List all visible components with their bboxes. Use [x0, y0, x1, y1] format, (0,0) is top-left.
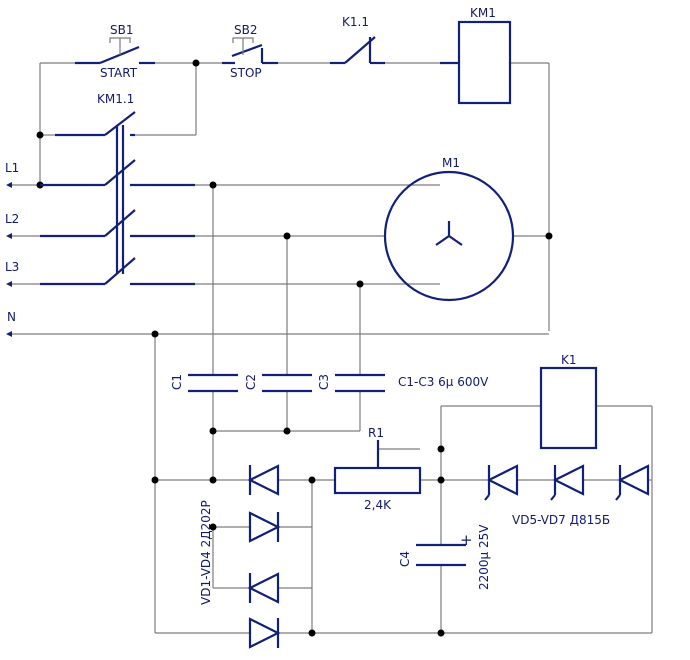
label-sb1: SB1 — [110, 23, 133, 37]
zener-diode-vd6 — [550, 464, 585, 501]
label-km1-1: KM1.1 — [97, 92, 134, 106]
label-m1: M1 — [442, 156, 460, 170]
label-c4-rating: 2200µ 25V — [477, 524, 491, 590]
bridge-diode-vd2 — [248, 511, 281, 543]
bridge-diode-vd3 — [247, 572, 280, 604]
relay-coil-k1 — [539, 366, 598, 450]
label-c1-c3-rating: C1-C3 6µ 600V — [398, 375, 489, 389]
label-n: N — [7, 310, 16, 324]
stop-button-sb2 — [222, 37, 278, 65]
bridge-diode-vd4 — [248, 617, 281, 649]
label-c4-plus: + — [460, 531, 473, 549]
label-k1-1: K1.1 — [342, 15, 369, 29]
terminal-arrows — [6, 182, 12, 337]
capacitor-c4 — [416, 543, 466, 567]
wires — [10, 62, 653, 634]
junction-dots — [36, 59, 553, 637]
contactor-km1-1 — [40, 111, 195, 286]
zener-diode-vd5 — [484, 464, 519, 501]
label-l1: L1 — [5, 161, 19, 175]
label-vd5-vd7: VD5-VD7 Д815Б — [512, 513, 610, 527]
label-l2: L2 — [5, 212, 19, 226]
label-r1-value: 2,4K — [364, 498, 392, 512]
relay-contact-k1-1 — [330, 36, 385, 65]
label-start: START — [100, 66, 138, 80]
bridge-diode-vd1 — [247, 464, 280, 496]
label-c1: C1 — [170, 374, 184, 390]
motor-m1 — [383, 170, 515, 302]
label-stop: STOP — [230, 66, 262, 80]
capacitor-c3 — [335, 373, 385, 393]
label-k1: K1 — [561, 353, 577, 367]
contactor-coil-km1 — [440, 20, 512, 105]
label-c2: C2 — [244, 374, 258, 390]
zener-diode-vd7 — [615, 464, 650, 501]
capacitor-c2 — [262, 373, 312, 393]
resistor-r1 — [333, 440, 422, 495]
capacitor-c1 — [188, 373, 238, 393]
label-vd1-vd4: VD1-VD4 2Д202Р — [199, 500, 213, 605]
labels: SB1 START SB2 STOP K1.1 KM1 KM1.1 M1 L1 … — [5, 6, 610, 605]
label-r1: R1 — [368, 426, 384, 440]
label-l3: L3 — [5, 260, 19, 274]
label-sb2: SB2 — [234, 23, 257, 37]
label-km1: KM1 — [470, 6, 496, 20]
label-c4: C4 — [398, 551, 412, 567]
label-c3: C3 — [317, 374, 331, 390]
start-button-sb1 — [75, 37, 155, 65]
